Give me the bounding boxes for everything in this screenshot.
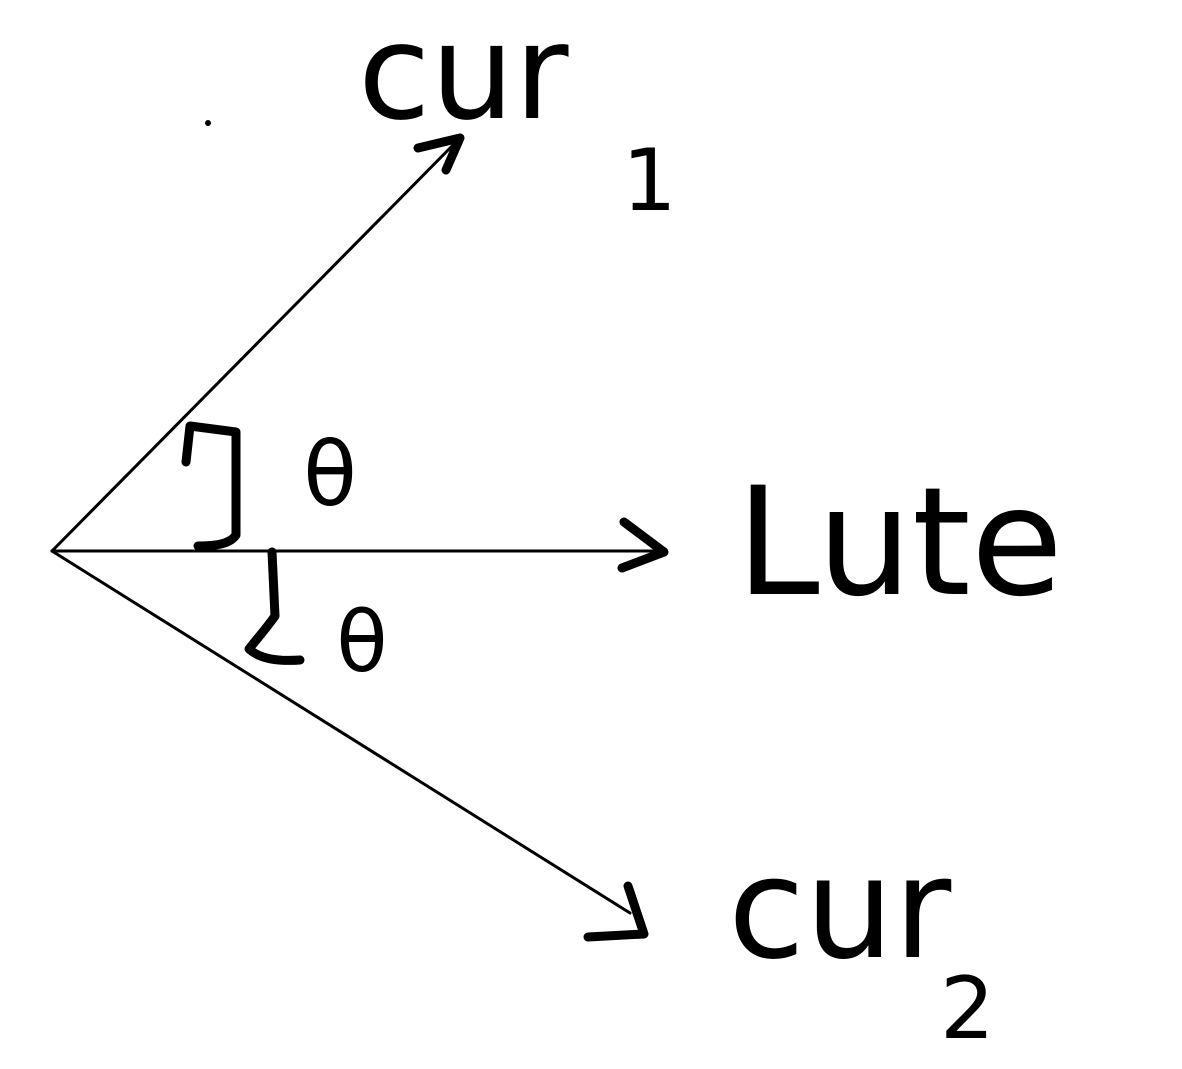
- top-vector-subscript: 1: [622, 131, 677, 231]
- vector-middle: [50, 517, 669, 573]
- arrowhead-top: [413, 133, 465, 175]
- stray-dot: [205, 120, 211, 126]
- bottom-vector-subscript: 2: [940, 959, 995, 1059]
- arrowhead-bottom: [583, 881, 649, 942]
- upper-angle-bracket: [181, 421, 241, 551]
- middle-vector-label: Lute: [736, 456, 1063, 630]
- top-vector-label: cur: [358, 0, 569, 150]
- arrowhead-middle: [617, 517, 669, 573]
- lower-angle-label: θ: [336, 593, 387, 691]
- vector-top: [50, 133, 465, 553]
- bottom-vector-label: cur: [728, 828, 952, 991]
- vector-bottom: [50, 549, 649, 942]
- upper-angle-label: θ: [303, 423, 357, 526]
- lower-angle-bracket: [244, 547, 305, 665]
